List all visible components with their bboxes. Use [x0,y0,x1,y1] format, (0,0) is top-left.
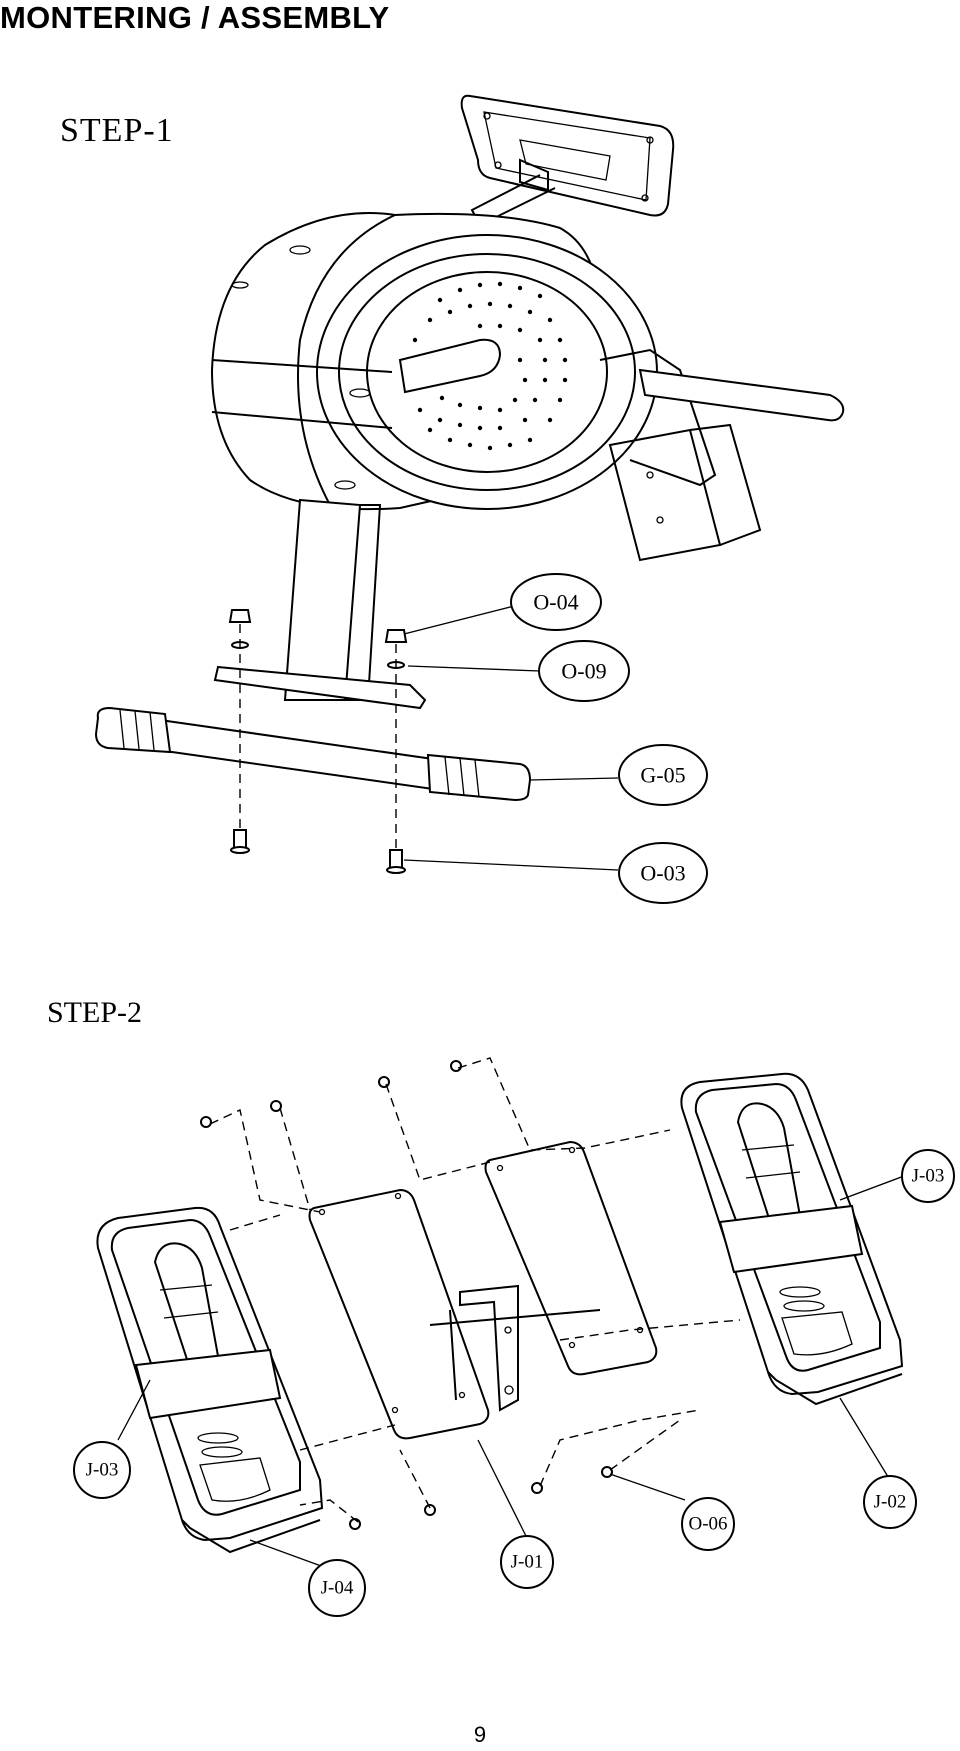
page-title: MONTERING / ASSEMBLY [0,0,390,35]
callout-o-04: O-04 [510,573,602,631]
callout-j-04: J-04 [308,1559,366,1617]
rail-and-handle [599,348,845,562]
step-1-rowing-machine-drawing [94,94,845,874]
callout-o-03: O-03 [618,842,708,904]
right-footrest [680,1072,904,1406]
left-footrest [96,1206,324,1554]
step-2-title: STEP-2 [47,996,143,1029]
callout-o-04-label: O-04 [533,590,578,615]
callout-j-03-right: J-03 [901,1149,955,1203]
callout-o-09: O-09 [538,640,630,702]
step-1-title: STEP-1 [60,112,174,149]
callout-j-03-right-label: J-03 [912,1166,945,1187]
callout-o-06-label: O-06 [688,1514,727,1535]
callout-o-03-label: O-03 [640,861,685,886]
callout-o-06: O-06 [681,1497,735,1551]
callout-j-03-left: J-03 [73,1441,131,1499]
callout-j-01-label: J-01 [511,1552,544,1573]
flywheel-housing [210,212,658,511]
callout-j-04-label: J-04 [321,1578,354,1599]
console-monitor [460,94,675,217]
callout-g-05: G-05 [618,744,708,806]
callout-j-01: J-01 [500,1535,554,1589]
page-number: 9 [473,1722,487,1747]
callout-j-03-left-label: J-03 [86,1460,119,1481]
callout-o-09-label: O-09 [561,659,606,684]
callout-j-02: J-02 [863,1475,917,1529]
front-stabilizer [94,706,532,802]
callout-j-02-label: J-02 [874,1492,907,1513]
callout-g-05-label: G-05 [640,763,685,788]
step-1-fasteners [228,609,408,874]
step-2-footrest-drawing [96,1057,905,1571]
